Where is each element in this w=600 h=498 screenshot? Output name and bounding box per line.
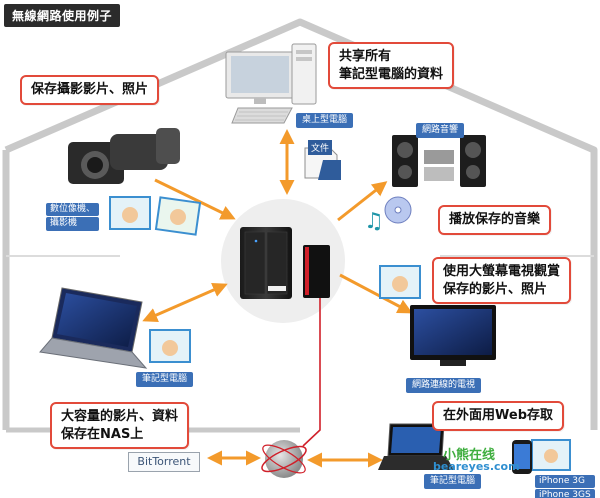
document-label: 文件 [308, 140, 333, 155]
label-laptop2: 筆記型電腦 [424, 474, 482, 489]
label-laptop: 筆記型電腦 [136, 372, 194, 387]
callout-tv-line1: 使用大螢幕電視觀賞 [443, 264, 561, 279]
callout-nas-line2: 保存在NAS上 [61, 426, 144, 442]
router-cable [302, 298, 321, 447]
internet-globe [261, 440, 307, 478]
diagram-title: 無線網路使用例子 [4, 4, 121, 27]
callout-share-line1: 共享所有 [339, 49, 392, 64]
callout-share: 共享所有 筆記型電腦的資料 [328, 42, 455, 90]
callout-web-text: 在外面用Web存取 [443, 408, 553, 423]
label-tv: 網路連線的電視 [406, 378, 482, 393]
callout-web: 在外面用Web存取 [432, 401, 564, 431]
cd-music-icon: ♫ [364, 196, 412, 234]
callout-camera-text: 保存攝影影片、照片 [31, 82, 149, 97]
label-camera-line1: 數位像機、 [46, 203, 100, 217]
callout-tv-line2: 保存的影片、照片 [443, 281, 548, 297]
tv-device [410, 305, 496, 366]
nas-device [240, 227, 292, 299]
iphone-device [512, 440, 532, 474]
callout-music-text: 播放保存的音樂 [449, 212, 541, 227]
watermark-cn: 小熊在线 [443, 448, 496, 463]
bittorrent-box: BitTorrent [128, 452, 200, 472]
svg-text:♫: ♫ [364, 209, 384, 234]
label-camera: 數位像機、 攝影機 [46, 203, 100, 232]
laptop-left [39, 287, 148, 369]
label-iphone-line1: iPhone 3G [535, 475, 595, 489]
callout-nas: 大容量的影片、資料 保存在NAS上 [50, 402, 190, 450]
label-camera-line2: 攝影機 [46, 217, 100, 231]
camera-devices [68, 128, 180, 184]
document-icon [304, 147, 341, 180]
router-device [303, 245, 330, 298]
laptop-bottom [378, 423, 454, 470]
callout-music: 播放保存的音樂 [438, 205, 552, 235]
label-iphone: iPhone 3G iPhone 3GS [535, 475, 595, 498]
label-audio: 網路音響 [416, 123, 465, 138]
callout-share-line2: 筆記型電腦的資料 [339, 66, 444, 82]
desktop-pc [225, 43, 317, 124]
watermark-en: beareyes.com [433, 460, 520, 473]
audio-system [392, 135, 486, 187]
connection-arrows [142, 129, 413, 468]
photo-thumbnails [109, 196, 571, 471]
callout-camera: 保存攝影影片、照片 [20, 75, 160, 105]
label-iphone-line2: iPhone 3GS [535, 489, 595, 498]
label-desktop: 桌上型電腦 [296, 113, 354, 128]
callout-tv: 使用大螢幕電視觀賞 保存的影片、照片 [432, 257, 572, 305]
callout-nas-line1: 大容量的影片、資料 [61, 409, 179, 424]
